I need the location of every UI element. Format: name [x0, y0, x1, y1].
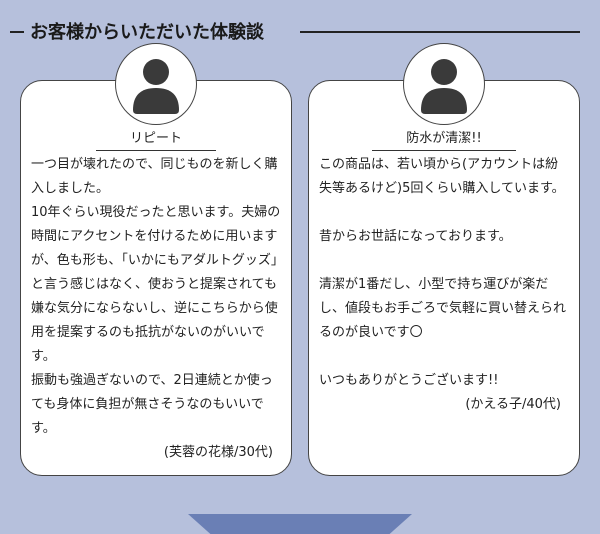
paragraph-spacer [319, 249, 571, 273]
section-title: お客様からいただいた体験談 [30, 22, 264, 43]
paragraph-spacer [319, 201, 571, 225]
card-title-text: リピート [95, 130, 216, 151]
card-body: この商品は、若い頃から(アカウントは紛失等あるけど)5回くらい購入しています。 … [319, 153, 571, 417]
review-paragraph: 清潔が1番だし、小型で持ち運びが楽だし、値段もお手ごろで気軽に買い替えられるのが… [319, 277, 567, 340]
card-title: 防水が清潔!! [309, 127, 579, 151]
paragraph-spacer [319, 345, 571, 369]
header-dash [10, 31, 24, 33]
testimonial-card-1: リピート 一つ目が壊れたので、同じものを新しく購入しました。 10年ぐらい現役だ… [20, 43, 292, 476]
down-arrow-icon [188, 514, 412, 534]
section-header: お客様からいただいた体験談 [0, 16, 600, 46]
review-paragraph: 昔からお世話になっております。 [319, 229, 512, 244]
reviewer-signature: (芙蓉の花様/30代) [163, 445, 273, 460]
card-title-text: 防水が清潔!! [372, 130, 516, 151]
card-body: 一つ目が壊れたので、同じものを新しく購入しました。 10年ぐらい現役だったと思い… [31, 153, 283, 465]
card-title: リピート [21, 127, 291, 151]
user-silhouette-icon [115, 43, 197, 125]
review-paragraph: この商品は、若い頃から(アカウントは紛失等あるけど)5回くらい購入しています。 [319, 157, 565, 196]
review-paragraph: いつもありがとうございます!! [319, 373, 499, 388]
header-rule [300, 31, 580, 33]
testimonial-card-2: 防水が清潔!! この商品は、若い頃から(アカウントは紛失等あるけど)5回くらい購… [308, 43, 580, 476]
review-paragraph: 10年ぐらい現役だったと思います。夫婦の時間にアクセントを付けるために用いますが… [31, 205, 281, 364]
review-paragraph: 振動も強過ぎないので、2日連続とか使っても身体に負担が無さそうなのもいいです。 [31, 373, 273, 436]
review-paragraph: 一つ目が壊れたので、同じものを新しく購入しました。 [31, 157, 278, 196]
user-silhouette-icon [403, 43, 485, 125]
reviewer-signature: (かえる子/40代) [465, 397, 561, 412]
